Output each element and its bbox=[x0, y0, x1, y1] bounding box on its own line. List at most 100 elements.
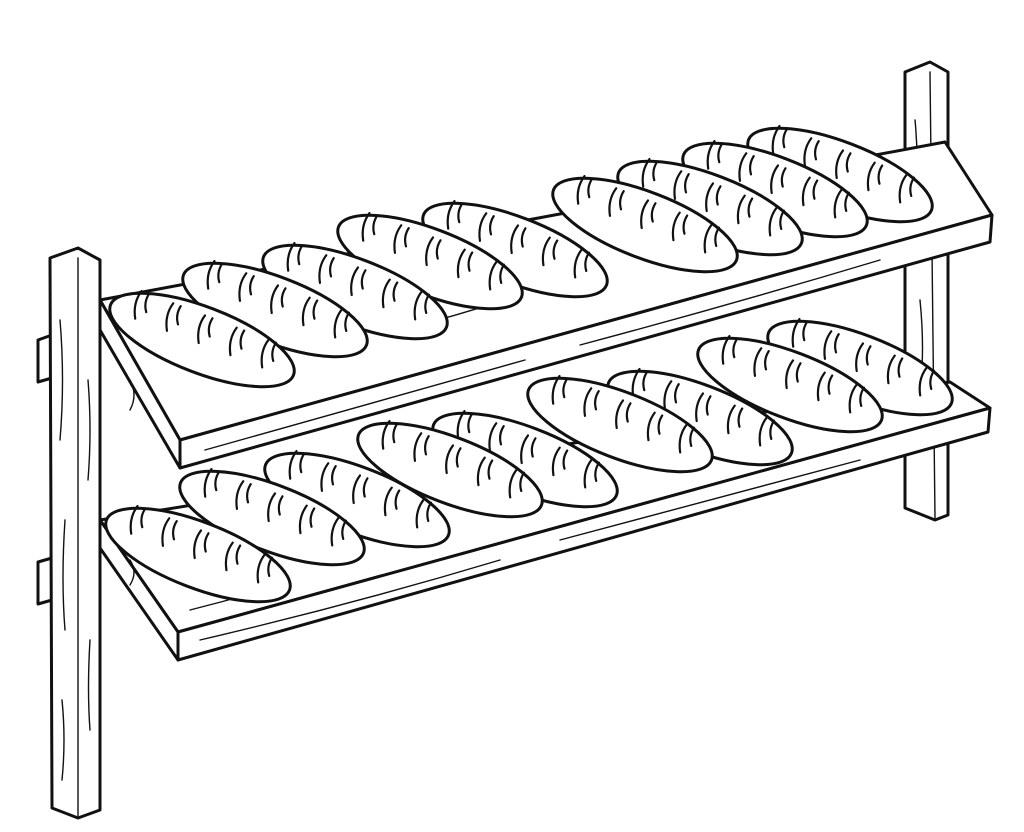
bread-score-mark bbox=[510, 224, 527, 255]
bread-score-mark bbox=[286, 241, 304, 272]
bread-score-mark bbox=[803, 137, 820, 167]
bread-loaf bbox=[746, 124, 934, 224]
bread-score-mark bbox=[736, 194, 754, 225]
left-post bbox=[48, 246, 102, 820]
bread-score-mark bbox=[573, 248, 591, 279]
bread-score-mark bbox=[726, 404, 744, 435]
bread-score-mark bbox=[224, 541, 242, 572]
bread-score-mark bbox=[235, 480, 252, 510]
bread-score-mark bbox=[203, 467, 221, 498]
bread-score-mark bbox=[361, 211, 379, 242]
bread-score-mark bbox=[288, 449, 306, 480]
bread-score-mark bbox=[393, 224, 410, 254]
bread-score-mark bbox=[770, 164, 787, 195]
bread-score-mark bbox=[678, 423, 696, 454]
bread-score-mark bbox=[476, 456, 494, 487]
bread-score-mark bbox=[583, 387, 600, 417]
bread-score-mark bbox=[193, 529, 210, 560]
bread-loaves bbox=[104, 124, 954, 604]
bread-score-mark bbox=[768, 206, 786, 237]
bread-loaf bbox=[108, 289, 296, 389]
bread-score-mark bbox=[833, 188, 851, 219]
bread-score-mark bbox=[898, 173, 916, 204]
bread-score-mark bbox=[238, 272, 255, 302]
bread-score-mark bbox=[848, 383, 866, 414]
bread-score-mark bbox=[446, 199, 464, 230]
bread-score-mark bbox=[350, 266, 367, 297]
bread-score-mark bbox=[456, 409, 474, 440]
bread-score-mark bbox=[646, 411, 664, 442]
bread-score-mark bbox=[165, 302, 182, 332]
bread-score-mark bbox=[301, 296, 319, 327]
bread-score-mark bbox=[753, 347, 770, 377]
bread-score-mark bbox=[381, 278, 399, 309]
bread-score-mark bbox=[129, 504, 147, 535]
bread-score-mark bbox=[415, 498, 433, 529]
bread-score-mark bbox=[270, 284, 287, 315]
bread-loaf bbox=[526, 374, 714, 474]
bread-score-mark bbox=[866, 161, 884, 192]
bread-score-mark bbox=[640, 199, 657, 230]
bread-score-mark bbox=[551, 374, 569, 405]
bread-score-mark bbox=[298, 504, 316, 535]
bread-loaf-outline bbox=[551, 176, 739, 274]
bread-score-mark bbox=[801, 176, 819, 207]
bread-score-mark bbox=[608, 187, 625, 217]
bread-score-mark bbox=[758, 416, 776, 447]
bread-loaf bbox=[356, 419, 544, 519]
bread-score-mark bbox=[721, 334, 739, 365]
bread-score-mark bbox=[886, 354, 904, 385]
bread-score-mark bbox=[161, 517, 178, 547]
bread-score-mark bbox=[197, 314, 214, 345]
bread-score-mark bbox=[671, 211, 689, 242]
bread-score-mark bbox=[663, 380, 680, 410]
bread-loaf-outline bbox=[104, 506, 292, 604]
bread-score-mark bbox=[695, 392, 712, 423]
bread-loaf bbox=[696, 334, 884, 434]
bread-score-mark bbox=[260, 338, 278, 369]
bread-score-mark bbox=[488, 422, 505, 452]
bread-loaf-outline bbox=[356, 421, 544, 519]
bread-score-mark bbox=[320, 462, 337, 492]
bread-score-mark bbox=[413, 290, 431, 321]
bread-loaf-outline bbox=[526, 376, 714, 474]
bread-score-mark bbox=[413, 432, 430, 462]
bread-score-mark bbox=[383, 486, 401, 517]
bread-score-mark bbox=[508, 468, 526, 499]
bread-score-mark bbox=[738, 152, 755, 182]
bread-score-mark bbox=[541, 236, 559, 267]
bread-score-mark bbox=[445, 444, 462, 475]
bread-loaf-outline bbox=[108, 291, 296, 389]
bread-score-mark bbox=[816, 371, 834, 402]
bread-score-mark bbox=[488, 260, 506, 291]
bread-score-mark bbox=[576, 174, 594, 205]
bread-score-mark bbox=[706, 139, 724, 170]
bread-score-mark bbox=[705, 182, 722, 213]
bread-score-mark bbox=[478, 212, 495, 242]
bread-loaf bbox=[261, 241, 449, 341]
bread-loaf bbox=[104, 504, 292, 604]
bread-score-mark bbox=[330, 516, 348, 547]
bread-score-mark bbox=[520, 434, 537, 465]
bread-score-mark bbox=[456, 248, 474, 279]
bread-score-mark bbox=[918, 366, 936, 397]
bread-score-mark bbox=[583, 458, 601, 489]
bread-score-mark bbox=[673, 170, 690, 200]
bread-score-mark bbox=[318, 254, 335, 284]
bread-score-mark bbox=[771, 124, 789, 155]
bread-score-mark bbox=[823, 330, 840, 360]
bread-score-mark bbox=[206, 259, 224, 290]
bread-score-mark bbox=[835, 149, 852, 180]
bread-score-mark bbox=[615, 399, 632, 430]
bread-score-mark bbox=[551, 446, 569, 477]
bread-score-mark bbox=[256, 553, 274, 584]
bread-loaf-outline bbox=[696, 336, 884, 434]
bread-score-mark bbox=[425, 236, 442, 267]
bread-score-mark bbox=[228, 326, 246, 357]
bread-score-mark bbox=[381, 419, 399, 450]
bread-score-mark bbox=[855, 342, 872, 373]
bread-score-mark bbox=[352, 474, 369, 505]
bread-score-mark bbox=[133, 289, 151, 320]
bread-score-mark bbox=[641, 157, 659, 188]
